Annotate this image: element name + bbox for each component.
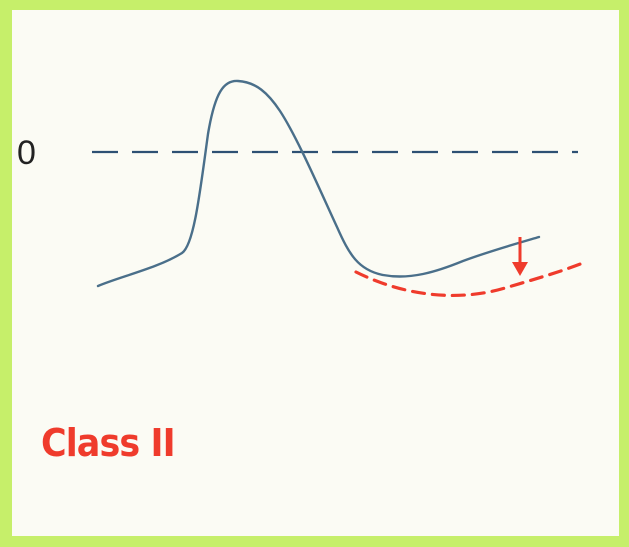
downward-arrow-icon [512,262,528,276]
threshold-shift-curve [354,261,585,297]
zero-label: 0 [17,134,36,172]
membrane-potential-trace [96,79,541,288]
diagram-panel: 0 Class II [12,10,619,536]
class-label: Class II [41,421,176,465]
action-potential-diagram [92,79,585,297]
